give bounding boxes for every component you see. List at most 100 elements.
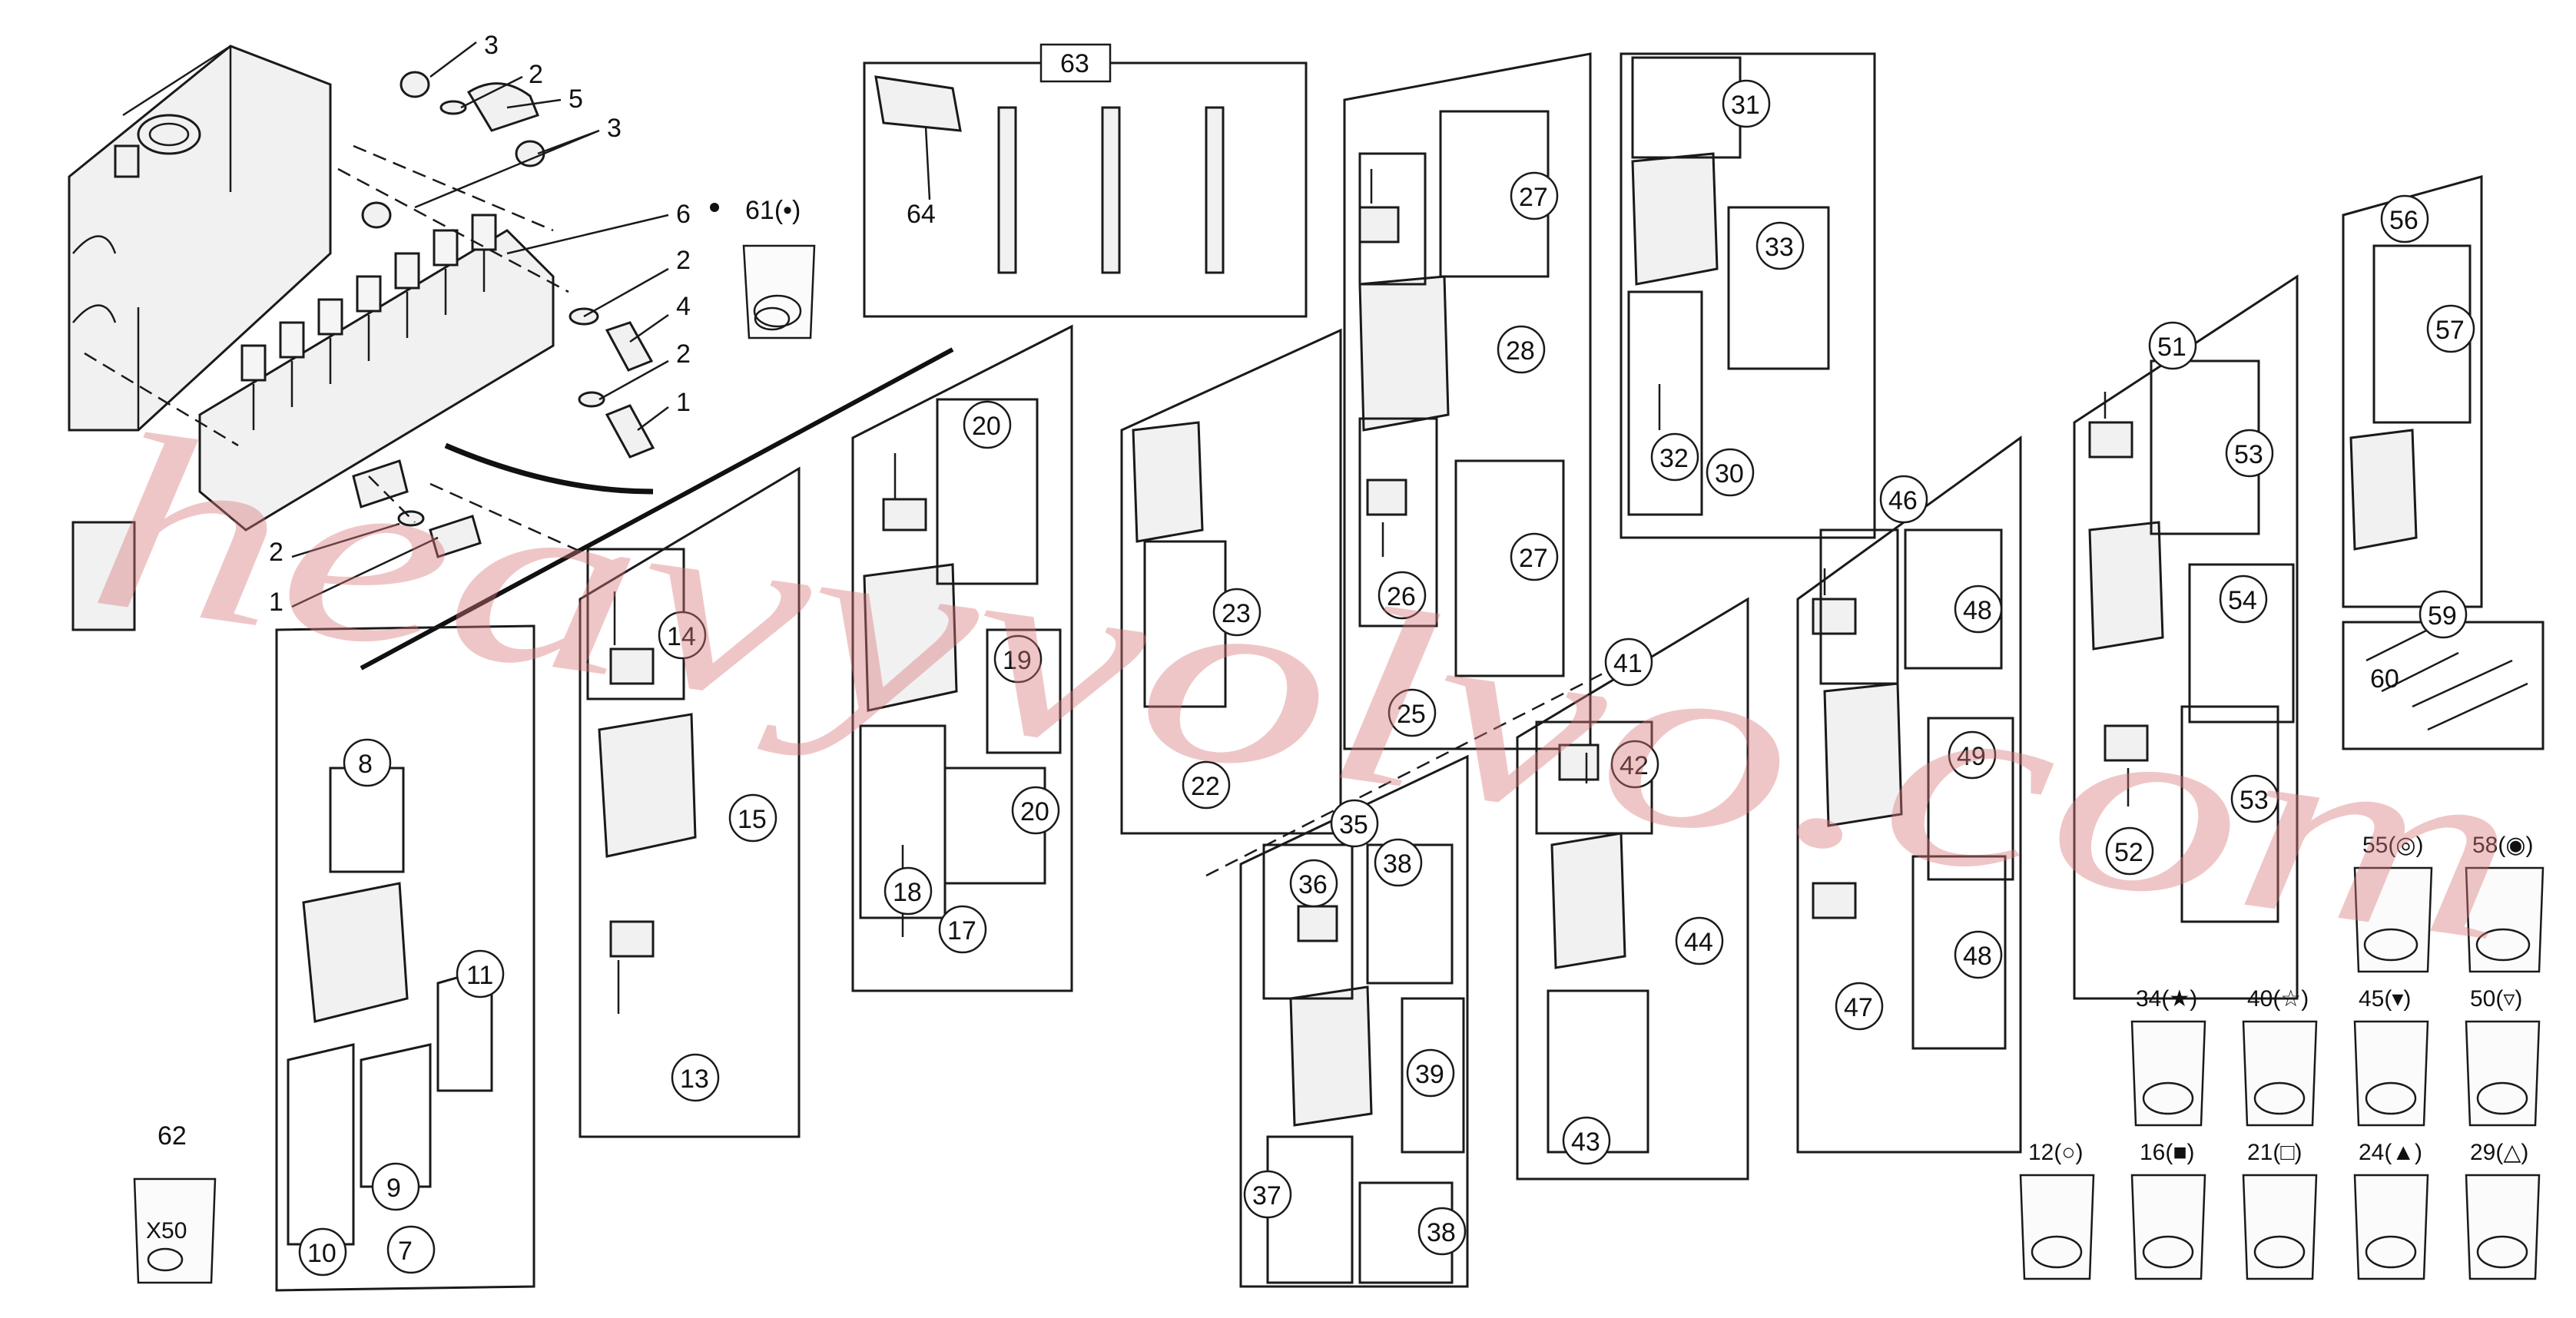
svg-text:52: 52 (2114, 838, 2143, 867)
svg-text:44: 44 (1684, 928, 1713, 957)
callout-33: 33 (1755, 221, 1805, 270)
svg-text:32: 32 (1659, 444, 1689, 473)
svg-text:57: 57 (2435, 316, 2465, 345)
label-1: 1 (269, 588, 283, 617)
svg-text:29(△): 29(△) (2470, 1140, 2528, 1165)
label-3: 3 (607, 114, 622, 143)
svg-text:49: 49 (1957, 742, 1986, 771)
callout-28: 28 (1497, 325, 1546, 374)
svg-text:31: 31 (1731, 91, 1760, 120)
callout-39: 39 (1406, 1048, 1455, 1098)
callout-49: 49 (1948, 730, 1997, 780)
svg-text:50(▿): 50(▿) (2470, 986, 2522, 1012)
svg-text:48: 48 (1963, 596, 1992, 625)
svg-text:21(□): 21(□) (2247, 1140, 2302, 1165)
callout-20: 20 (1011, 786, 1060, 835)
callout-7: 7 (386, 1225, 436, 1274)
callout-53: 53 (2225, 429, 2274, 478)
kit-bag-29: 29(△) (2465, 1140, 2541, 1280)
callout-circles: 7 8 9 10 11 13 14 15 17 18 19 20 20 22 2… (298, 79, 2475, 1277)
callout-19: 19 (993, 634, 1043, 684)
spool-box-63: 63 64 (863, 43, 1308, 318)
svg-text:61(•): 61(•) (745, 196, 801, 225)
callout-14: 14 (658, 611, 707, 660)
svg-text:24(▲): 24(▲) (2359, 1140, 2422, 1165)
svg-text:38: 38 (1427, 1218, 1456, 1247)
callout-53: 53 (2230, 774, 2279, 823)
svg-text:36: 36 (1298, 870, 1328, 899)
label-3: 3 (484, 31, 499, 60)
kit-bag-50: 50(▿) (2465, 986, 2541, 1127)
callout-27: 27 (1510, 532, 1559, 581)
kit-bag-58: 58(◉) (2465, 833, 2545, 973)
callout-48: 48 (1954, 930, 2003, 979)
label-2: 2 (529, 60, 543, 89)
label-1: 1 (676, 388, 691, 417)
callout-59: 59 (2419, 590, 2468, 639)
callout-10: 10 (298, 1227, 347, 1277)
callout-57: 57 (2426, 304, 2475, 353)
svg-text:27: 27 (1519, 183, 1548, 212)
svg-text:8: 8 (358, 750, 373, 779)
svg-text:9: 9 (386, 1174, 401, 1203)
svg-text:40(☆): 40(☆) (2247, 986, 2309, 1012)
svg-text:33: 33 (1765, 233, 1794, 262)
callout-27: 27 (1510, 171, 1559, 220)
label-2: 2 (676, 339, 691, 369)
svg-text:18: 18 (893, 878, 922, 907)
callout-38: 38 (1374, 838, 1423, 887)
callout-43: 43 (1562, 1116, 1611, 1165)
leader-lines (84, 41, 954, 671)
callout-41: 41 (1604, 637, 1653, 687)
callout-54: 54 (2219, 575, 2268, 624)
svg-text:38: 38 (1383, 849, 1412, 879)
callout-42: 42 (1610, 740, 1659, 789)
callout-26: 26 (1378, 571, 1427, 620)
svg-text:53: 53 (2239, 786, 2269, 815)
callout-13: 13 (671, 1053, 720, 1102)
callout-32: 32 (1650, 432, 1699, 482)
callout-35: 35 (1330, 799, 1379, 848)
svg-text:22: 22 (1191, 772, 1220, 801)
callout-30: 30 (1706, 448, 1755, 497)
valve-bodies (302, 152, 2418, 1127)
callout-8: 8 (343, 738, 392, 787)
callout-48: 48 (1954, 584, 2003, 634)
svg-text:59: 59 (2428, 601, 2457, 631)
svg-text:47: 47 (1844, 993, 1873, 1022)
svg-text:10: 10 (307, 1239, 337, 1268)
svg-text:23: 23 (1222, 599, 1251, 628)
callout-31: 31 (1722, 79, 1771, 128)
label-2: 2 (269, 538, 283, 567)
label-2: 2 (676, 246, 691, 275)
svg-text:20: 20 (972, 412, 1001, 441)
kit-bag-16: 16(■) (2130, 1140, 2206, 1280)
label-6: 6 (676, 200, 691, 229)
valve-housing-frame (68, 45, 332, 631)
svg-text:12(○): 12(○) (2028, 1140, 2083, 1165)
svg-text:55(◎): 55(◎) (2362, 833, 2424, 858)
label-60: 60 (2370, 664, 2399, 694)
svg-text:25: 25 (1397, 700, 1426, 729)
callout-23: 23 (1212, 588, 1261, 637)
svg-text:26: 26 (1387, 582, 1416, 611)
svg-text:53: 53 (2234, 440, 2263, 469)
kit-bag-45: 45(▾) (2353, 986, 2429, 1127)
svg-text:20: 20 (1020, 797, 1049, 826)
kit-bag-34: 34(★) (2130, 986, 2206, 1127)
sub-boxes (287, 56, 2472, 1284)
svg-text:43: 43 (1571, 1128, 1600, 1157)
callout-46: 46 (1879, 475, 1928, 524)
svg-text:45(▾): 45(▾) (2359, 986, 2411, 1012)
svg-text:48: 48 (1963, 942, 1992, 971)
kit-bags: 55(◎) 58(◉) 34(★) 40(☆) 45(▾) 50(▿) 12(○… (2019, 833, 2545, 1280)
svg-text:62: 62 (157, 1121, 187, 1151)
callout-51: 51 (2148, 321, 2197, 370)
label-63: 63 (1060, 49, 1089, 78)
label-64: 64 (907, 200, 936, 229)
callout-22: 22 (1182, 760, 1231, 810)
control-valve-stack (198, 214, 555, 532)
svg-text:54: 54 (2228, 586, 2257, 615)
svg-text:7: 7 (398, 1237, 413, 1266)
